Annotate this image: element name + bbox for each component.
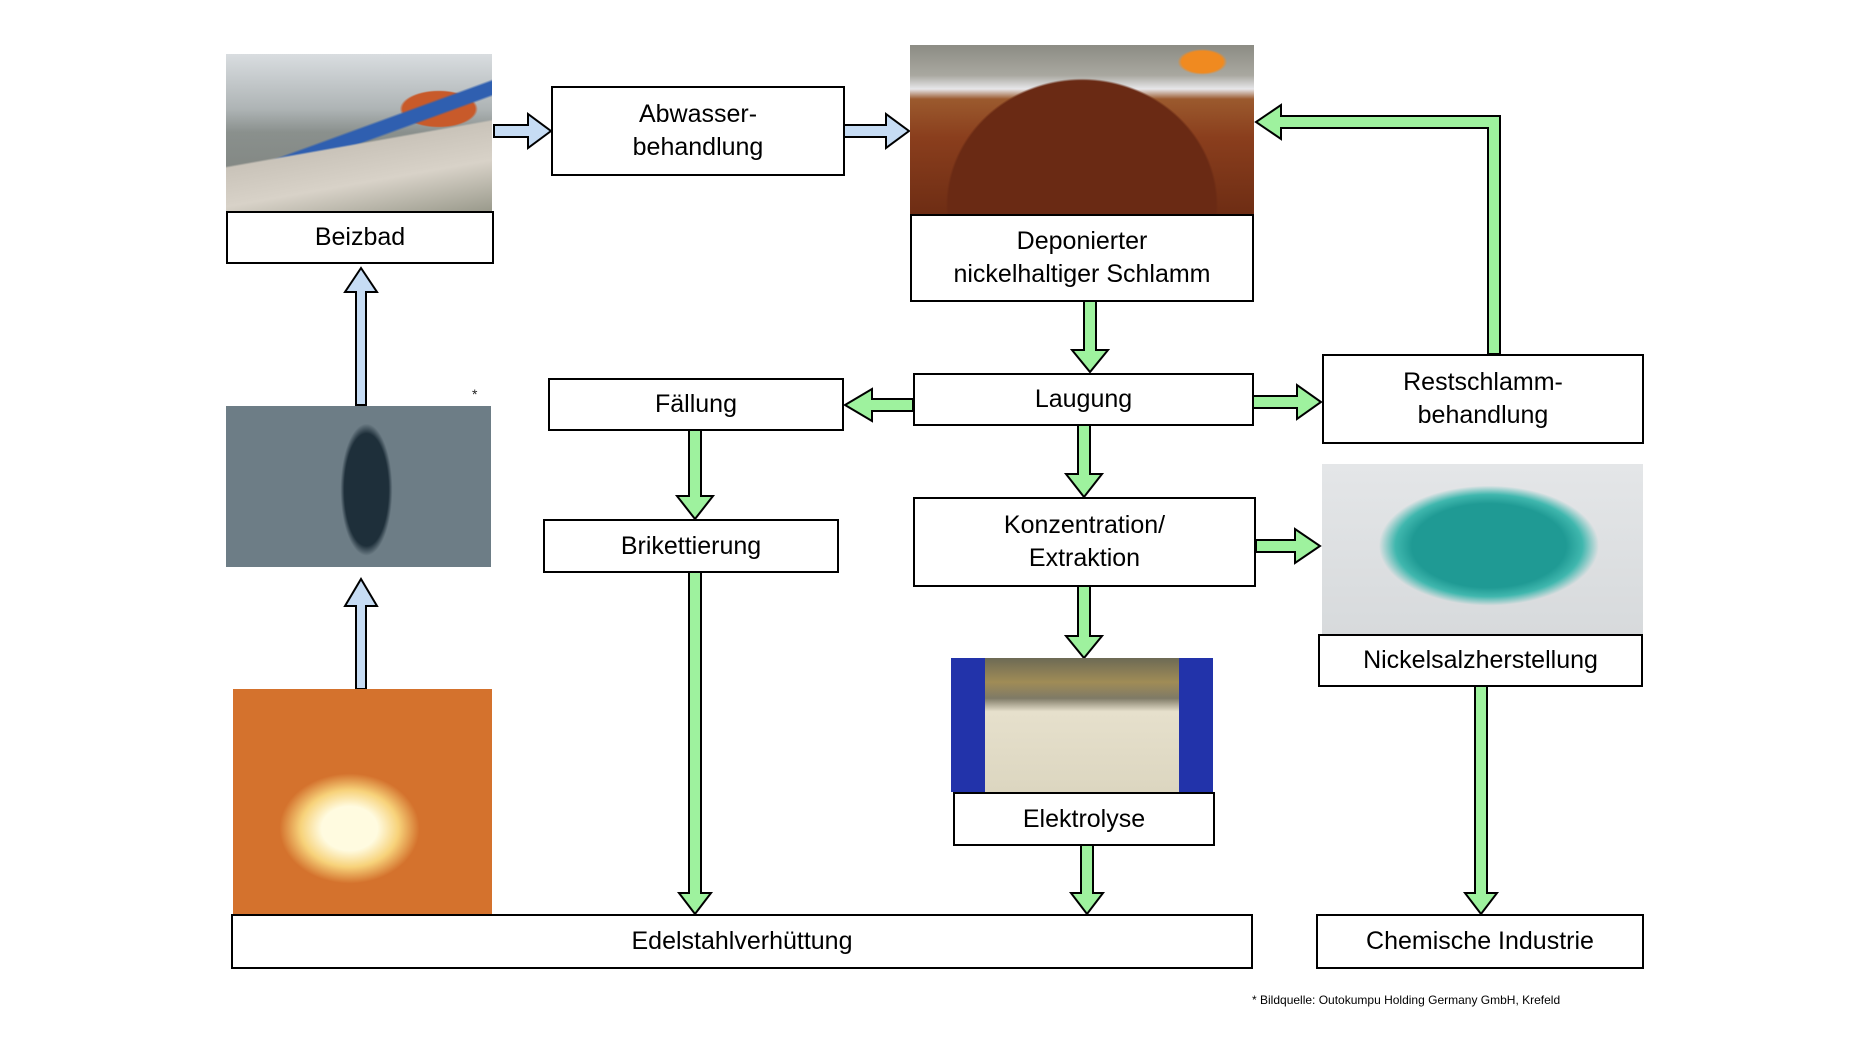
arrow-laugung-to-restschlamm (1252, 383, 1323, 421)
arrow-laugung-to-konzentration (1063, 424, 1105, 499)
node-edelstahlverhuettung-label: Edelstahlverhüttung (631, 927, 853, 955)
arrow-faellung-to-brikettierung (674, 429, 716, 521)
node-deponierter-schlamm-label: Deponierter nickelhaltiger Schlamm (953, 227, 1211, 288)
node-elektrolyse: Elektrolyse (953, 792, 1215, 846)
arrow-konzentration-to-elektrolyse (1063, 585, 1105, 660)
arrow-restschlamm-to-deponie (1254, 103, 1501, 355)
beizbad-photo (226, 54, 492, 211)
arrow-elektrolyse-to-edelstahl (1068, 844, 1106, 916)
arrow-deponie-to-laugung (1069, 300, 1111, 374)
node-restschlammbehandlung-label: Restschlamm- behandlung (1403, 368, 1563, 429)
node-edelstahlverhuettung: Edelstahlverhüttung (231, 914, 1253, 969)
arrow-abwasser-to-deponie (843, 112, 911, 150)
node-laugung-label: Laugung (1034, 385, 1133, 413)
arrow-brikettierung-to-edelstahl (676, 571, 714, 916)
melt-photo (233, 689, 492, 914)
image-source-marker: * (472, 386, 478, 402)
node-brikettierung: Brikettierung (543, 519, 839, 573)
node-nickelsalzherstellung-label: Nickelsalzherstellung (1363, 646, 1598, 674)
arrow-beizbad-to-abwasser (493, 112, 553, 150)
node-abwasserbehandlung: Abwasser- behandlung (551, 86, 845, 176)
node-faellung: Fällung (548, 378, 844, 431)
node-deponierter-schlamm: Deponierter nickelhaltiger Schlamm (910, 214, 1254, 302)
nickelsalz-photo (1322, 464, 1643, 634)
elektrolyse-photo (951, 658, 1213, 792)
node-beizbad-label: Beizbad (314, 223, 406, 251)
node-chemische-industrie-label: Chemische Industrie (1366, 927, 1594, 955)
deponie-photo (910, 45, 1254, 214)
node-chemische-industrie: Chemische Industrie (1316, 914, 1644, 969)
arrow-laugung-to-faellung (843, 387, 914, 423)
arrow-melt-to-coil (343, 577, 379, 690)
node-konzentration-extraktion-label: Konzentration/ Extraktion (1003, 511, 1166, 572)
arrow-nickelsalz-to-chemie (1462, 685, 1500, 916)
node-brikettierung-label: Brikettierung (620, 531, 762, 560)
coil-photo (226, 406, 491, 567)
node-laugung: Laugung (913, 373, 1254, 426)
node-restschlammbehandlung: Restschlamm- behandlung (1322, 354, 1644, 444)
node-beizbad: Beizbad (226, 211, 494, 264)
node-abwasserbehandlung-label: Abwasser- behandlung (632, 100, 764, 161)
image-source-footnote: * Bildquelle: Outokumpu Holding Germany … (1252, 993, 1561, 1007)
arrow-coil-to-beizbad (343, 266, 379, 406)
node-nickelsalzherstellung: Nickelsalzherstellung (1318, 634, 1643, 687)
node-faellung-label: Fällung (655, 390, 737, 418)
arrow-konzentration-to-nickelsalz (1255, 527, 1322, 565)
node-konzentration-extraktion: Konzentration/ Extraktion (913, 497, 1256, 587)
node-elektrolyse-label: Elektrolyse (1022, 804, 1146, 833)
